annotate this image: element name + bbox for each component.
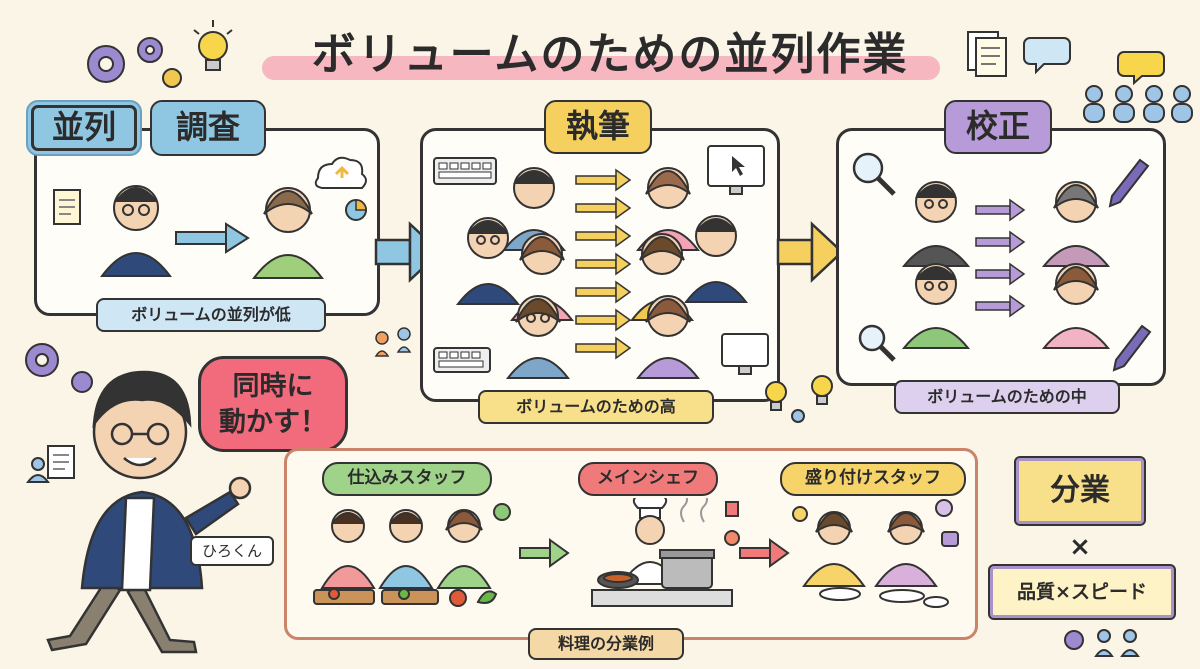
monitor-icon xyxy=(721,333,769,375)
lightbulb-icon xyxy=(193,20,233,71)
summary-quality-speed: 品質×スピード xyxy=(988,564,1176,620)
person-icon xyxy=(683,215,749,303)
person-icon xyxy=(901,263,971,349)
arrow-icon xyxy=(975,198,1026,318)
summary-times: × xyxy=(1069,532,1091,562)
arrow-icon xyxy=(575,168,632,360)
cooking-stage-chef: メインシェフ xyxy=(578,462,718,496)
person-icon xyxy=(320,509,376,589)
person-icon xyxy=(874,511,938,587)
presenter-name-tag: ひろくん xyxy=(190,536,274,566)
writing-label: 執筆 xyxy=(544,100,652,154)
writer-group-right xyxy=(629,167,749,379)
cooking-caption: 料理の分業例 xyxy=(528,628,684,660)
plate-icon xyxy=(923,596,949,608)
arrow-icon xyxy=(175,222,250,254)
pie-chart-icon xyxy=(345,199,367,221)
people-exchange-icon xyxy=(374,327,412,357)
person-icon xyxy=(100,185,172,277)
document-icon xyxy=(967,31,1071,77)
person-icon xyxy=(505,295,571,379)
keyboard-icon xyxy=(433,347,491,373)
proofreading-illustration xyxy=(852,152,1152,372)
cooking-stage-prep: 仕込みスタッフ xyxy=(322,462,492,496)
person-icon xyxy=(436,509,492,589)
gear-icon xyxy=(935,499,953,517)
flame-icon xyxy=(725,501,739,517)
proofreading-caption: ボリュームのための中 xyxy=(894,380,1120,414)
flow-arrow-icon xyxy=(776,221,844,283)
gear-icon xyxy=(87,37,182,88)
person-icon xyxy=(901,181,971,267)
plate-icon xyxy=(879,589,925,603)
people-gear-icon xyxy=(1064,629,1140,657)
people-group-icon xyxy=(1083,51,1193,123)
research-illustration xyxy=(53,156,367,279)
arrow-icon xyxy=(739,538,790,568)
speech-line-2: 動かす！ xyxy=(219,407,327,438)
pot-icon xyxy=(941,531,959,547)
person-icon xyxy=(802,511,866,587)
research-panel xyxy=(34,128,380,316)
writing-illustration xyxy=(433,145,769,379)
lemon-icon xyxy=(792,506,808,522)
writing-caption: ボリュームのための高 xyxy=(478,390,714,424)
person-icon xyxy=(1041,263,1111,349)
monitor-icon xyxy=(707,145,765,195)
prep-staff-group xyxy=(313,503,511,607)
person-icon xyxy=(378,509,434,589)
vegetable-icon xyxy=(449,589,467,607)
plate-icon xyxy=(819,587,861,601)
writer-group-left xyxy=(455,167,575,379)
person-icon xyxy=(455,217,521,305)
cloud-icon xyxy=(314,156,367,189)
presenter-illustration xyxy=(46,370,252,654)
person-icon xyxy=(252,187,324,279)
plating-staff-group xyxy=(792,499,959,608)
arrow-icon xyxy=(519,538,570,568)
title-highlight xyxy=(262,56,940,80)
page-title: ボリュームのための並列作業 xyxy=(311,29,909,80)
magnifier-icon xyxy=(858,324,896,362)
cutting-board-icon xyxy=(313,588,439,605)
proofreading-label: 校正 xyxy=(944,100,1052,154)
cooking-illustration xyxy=(313,498,959,608)
vegetable-icon xyxy=(476,590,498,604)
magnifier-icon xyxy=(852,152,896,196)
speech-bubble: 同時に 動かす！ xyxy=(198,356,348,452)
gear-icon xyxy=(493,503,511,521)
lightbulb-icon xyxy=(765,375,833,423)
speech-line-1: 同時に xyxy=(232,371,314,402)
main-chef xyxy=(591,498,740,607)
cooking-stage-plating: 盛り付けスタッフ xyxy=(780,462,966,496)
person-icon xyxy=(635,295,701,379)
summary-division: 分業 xyxy=(1014,456,1146,526)
document-people-icon xyxy=(26,445,75,483)
research-caption: ボリュームの並列が低 xyxy=(96,298,326,332)
keyboard-icon xyxy=(433,157,497,185)
research-label: 調査 xyxy=(150,100,266,156)
person-icon xyxy=(1041,181,1111,267)
gear-icon xyxy=(25,343,93,393)
research-label-parallel: 並列 xyxy=(26,100,142,156)
document-icon xyxy=(53,189,81,225)
pen-icon xyxy=(1108,158,1150,208)
pen-icon xyxy=(1112,324,1152,372)
